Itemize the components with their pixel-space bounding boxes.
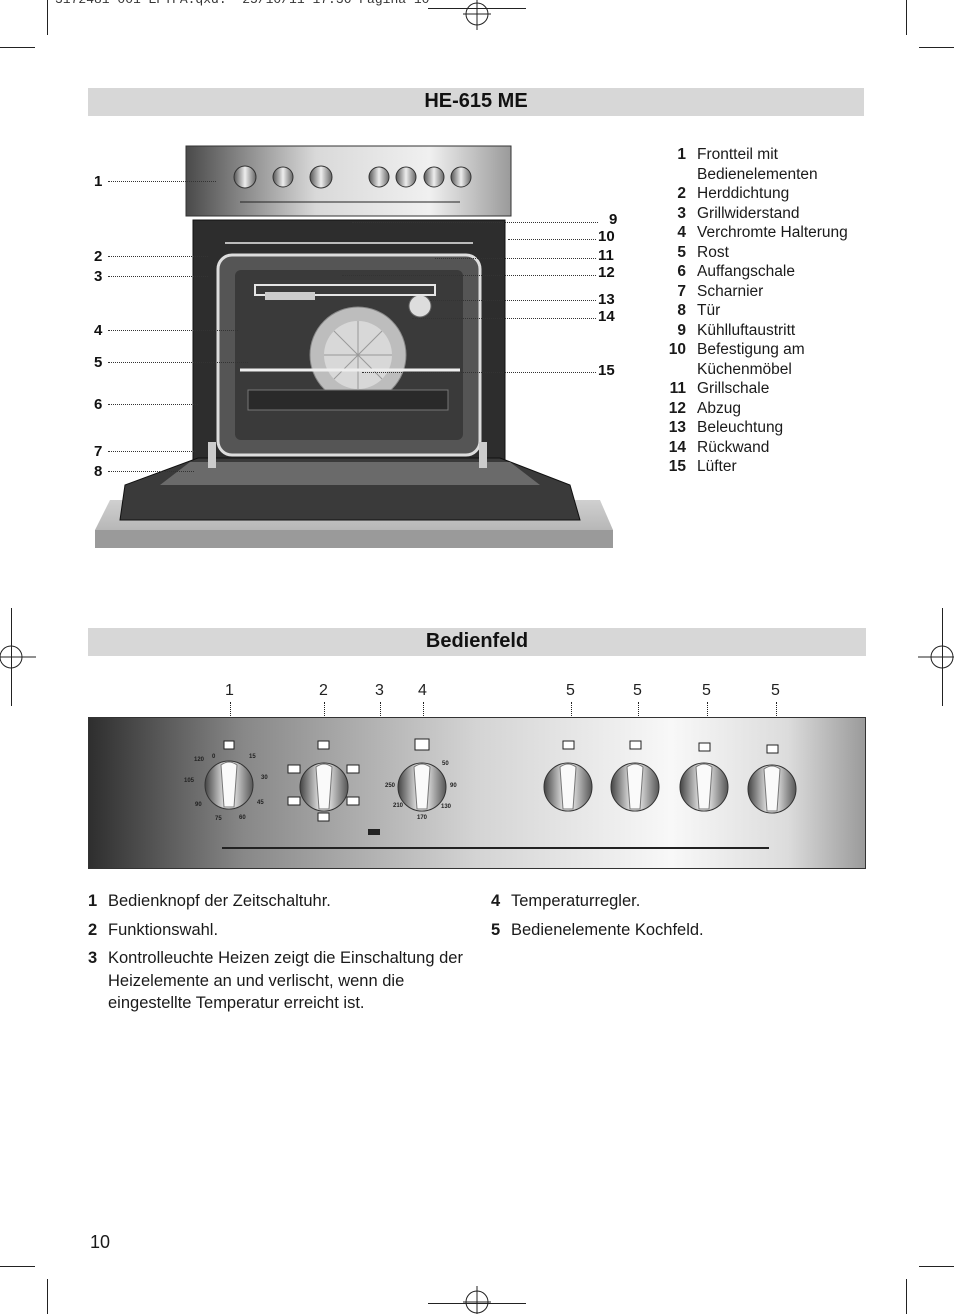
timer-scale-label: 120 bbox=[194, 757, 205, 763]
section-title: Bedienfeld bbox=[425, 630, 529, 652]
timer-scale-label: 90 bbox=[195, 802, 202, 808]
hob-knob bbox=[679, 742, 729, 812]
temperature-scale-label: 90 bbox=[450, 783, 457, 789]
callout-7: 7 bbox=[94, 443, 103, 460]
hob-knob bbox=[610, 740, 660, 812]
section-title: HE-615 ME bbox=[424, 90, 528, 112]
panel-number: 5 bbox=[633, 682, 642, 699]
panel-number: 5 bbox=[566, 682, 575, 699]
hob-knob bbox=[747, 744, 797, 814]
control-panel-illustration bbox=[88, 717, 866, 869]
timer-scale-label: 45 bbox=[257, 800, 264, 806]
callout-8: 8 bbox=[94, 463, 103, 480]
timer-scale-label: 105 bbox=[184, 778, 195, 784]
temperature-scale-label: 210 bbox=[393, 803, 404, 809]
timer-scale-label: 60 bbox=[239, 815, 246, 821]
callout-3: 3 bbox=[94, 268, 103, 285]
callout-6: 6 bbox=[94, 396, 103, 413]
hob-knob bbox=[543, 740, 593, 812]
callout-13: 13 bbox=[598, 291, 615, 308]
page-number: 10 bbox=[90, 1232, 111, 1252]
callout-15: 15 bbox=[598, 362, 615, 379]
temperature-scale-label: 170 bbox=[417, 815, 428, 821]
timer-scale-label: 75 bbox=[215, 816, 222, 822]
pilot-lamp bbox=[368, 829, 380, 835]
callout-14: 14 bbox=[598, 308, 615, 325]
callout-10: 10 bbox=[598, 228, 615, 245]
callout-9: 9 bbox=[609, 211, 618, 228]
panel-number: 1 bbox=[225, 682, 234, 699]
oven-illustration bbox=[95, 145, 613, 548]
panel-number: 4 bbox=[418, 682, 427, 699]
timer-scale-label: 30 bbox=[261, 775, 268, 781]
callout-4: 4 bbox=[94, 322, 103, 339]
print-slug: 3172481-001 EPTFA.qxd:- 25/10/11 17:36 P… bbox=[55, 0, 429, 7]
callout-1: 1 bbox=[94, 173, 103, 190]
function-knob bbox=[287, 740, 360, 822]
temperature-knob bbox=[397, 738, 447, 812]
timer-scale-label: 0 bbox=[212, 754, 216, 760]
temperature-scale-label: 250 bbox=[385, 783, 396, 789]
callout-2: 2 bbox=[94, 248, 103, 265]
panel-number: 3 bbox=[375, 682, 384, 699]
timer-knob bbox=[204, 740, 254, 810]
panel-number: 5 bbox=[771, 682, 780, 699]
timer-scale-label: 15 bbox=[249, 754, 256, 760]
temperature-scale-label: 130 bbox=[441, 804, 452, 810]
temperature-scale-label: 50 bbox=[442, 761, 449, 767]
callout-5: 5 bbox=[94, 354, 103, 371]
callout-11: 11 bbox=[598, 247, 614, 264]
callout-12: 12 bbox=[598, 264, 615, 281]
panel-number: 2 bbox=[319, 682, 328, 699]
panel-number: 5 bbox=[702, 682, 711, 699]
section-title-bar: Bedienfeld bbox=[88, 628, 866, 656]
section-title-bar: HE-615 ME bbox=[88, 88, 864, 116]
